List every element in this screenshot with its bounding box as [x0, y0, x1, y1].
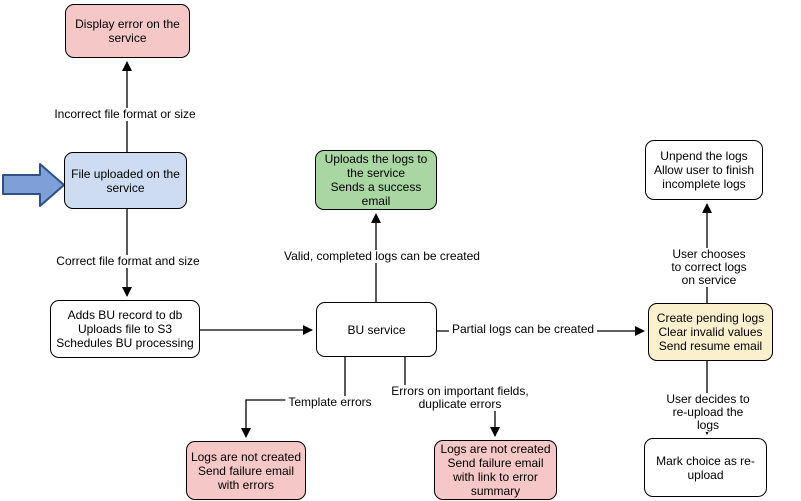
- edge-label-important-field-errors: Errors on important fields, duplicate er…: [388, 385, 532, 411]
- input-arrow-icon: [2, 163, 65, 207]
- node-logs-not-created-summary: Logs are not created Send failure email …: [434, 440, 557, 500]
- edge-label-user-reuploads: User decides to re-upload the logs: [661, 393, 755, 432]
- node-file-uploaded: File uploaded on the service: [64, 152, 187, 209]
- edge-label-valid-logs: Valid, completed logs can be created: [281, 250, 483, 263]
- node-uploads-logs-success: Uploads the logs to the service Sends a …: [315, 150, 437, 210]
- edge-label-incorrect-format: Incorrect file format or size: [51, 108, 199, 121]
- edge-label-correct-format: Correct file format and size: [53, 255, 203, 268]
- node-display-error: Display error on the service: [65, 4, 190, 58]
- node-mark-reupload: Mark choice as re- upload: [644, 438, 767, 497]
- edge-label-template-errors: Template errors: [285, 396, 375, 409]
- edge-label-user-corrects: User chooses to correct logs on service: [663, 248, 755, 287]
- node-adds-bu-record: Adds BU record to db Uploads file to S3 …: [50, 300, 200, 358]
- node-logs-not-created-errors: Logs are not created Send failure email …: [186, 441, 306, 500]
- node-unpend-logs: Unpend the logs Allow user to finish inc…: [645, 140, 763, 200]
- node-create-pending-logs: Create pending logs Clear invalid values…: [648, 303, 773, 361]
- edge-label-partial-logs: Partial logs can be created: [448, 323, 598, 336]
- node-bu-service: BU service: [316, 302, 437, 357]
